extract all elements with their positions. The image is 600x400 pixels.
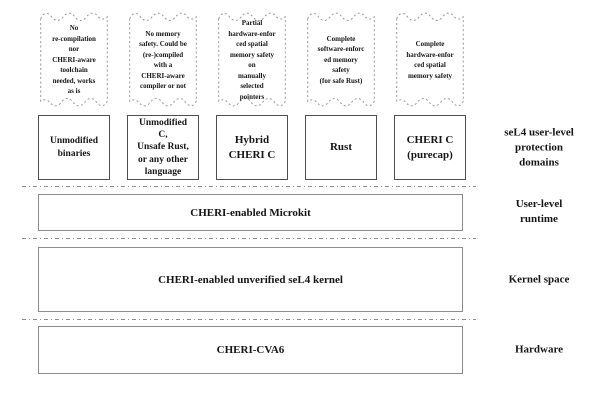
dashed-separator	[22, 186, 476, 187]
dashed-separator	[22, 238, 476, 239]
annotation-cloud: Partial hardware-enfor ced spatial memor…	[216, 8, 288, 110]
annotation-cloud: Complete hardware-enfor ced spatial memo…	[394, 8, 466, 110]
annotation-text: Partial hardware-enfor ced spatial memor…	[228, 19, 276, 101]
hardware-layer-box: CHERI-CVA6	[38, 326, 463, 374]
protection-domain-box-unmodified-binaries: Unmodified binaries	[38, 115, 110, 180]
dashed-separator	[22, 319, 476, 320]
annotation-text: Complete hardware-enfor ced spatial memo…	[406, 40, 454, 80]
wavy-dotted-border	[127, 8, 199, 110]
annotation-cloud: No memory safety. Could be (re-)compiled…	[127, 8, 199, 110]
side-label-hardware: Hardware	[514, 343, 564, 356]
annotation-text: Complete software-enforc ed memory safet…	[317, 34, 365, 85]
side-label-kernel-space: Kernel space	[508, 273, 570, 286]
annotation-text: No re-compilation nor CHERI-aware toolch…	[52, 24, 96, 96]
protection-domain-box-unmodified-c: Unmodified C, Unsafe Rust, or any other …	[127, 115, 199, 180]
annotation-cloud: Complete software-enforc ed memory safet…	[305, 8, 377, 110]
wavy-dotted-border	[305, 8, 377, 110]
annotation-cloud: No re-compilation nor CHERI-aware toolch…	[38, 8, 110, 110]
kernel-layer-box: CHERI-enabled unverified seL4 kernel	[38, 247, 463, 312]
side-label-user-level-runtime: User-level runtime	[515, 198, 563, 225]
wavy-dotted-border	[38, 8, 110, 110]
side-label-protection-domains: seL4 user-level protection domains	[504, 126, 574, 169]
protection-domain-row: Unmodified binaries Unmodified C, Unsafe…	[38, 115, 466, 180]
annotation-cloud-row: No re-compilation nor CHERI-aware toolch…	[38, 8, 466, 110]
wavy-dotted-border	[394, 8, 466, 110]
protection-domain-box-cheri-c-purecap: CHERI C (purecap)	[394, 115, 466, 180]
annotation-text: No memory safety. Could be (re-)compiled…	[139, 29, 187, 91]
runtime-layer-box: CHERI-enabled Microkit	[38, 194, 463, 231]
wavy-dotted-border	[216, 8, 288, 110]
protection-domain-box-rust: Rust	[305, 115, 377, 180]
protection-domain-box-hybrid-cheri-c: Hybrid CHERI C	[216, 115, 288, 180]
